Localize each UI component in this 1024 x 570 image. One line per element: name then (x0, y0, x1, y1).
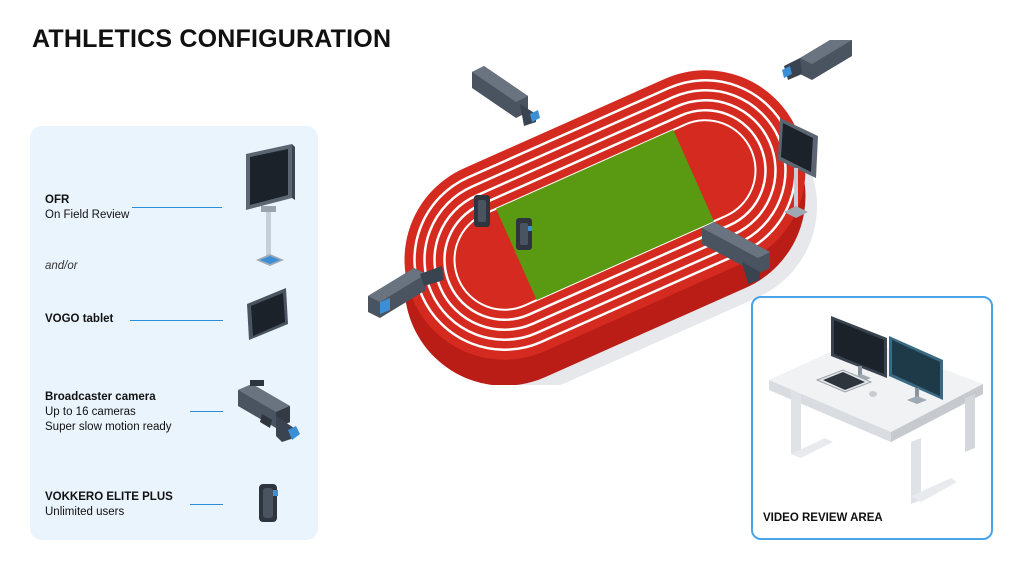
stadium-camera-bottom-left (368, 266, 444, 318)
legend-ofr-desc: On Field Review (45, 209, 130, 221)
legend-camera-desc2: Super slow motion ready (45, 421, 172, 433)
legend-camera-name: Broadcaster camera (45, 391, 156, 403)
stadium-camera-right (702, 222, 770, 284)
stadium-camera-top-right (782, 40, 852, 80)
video-review-area: VIDEO REVIEW AREA (751, 296, 993, 540)
vokkero-device-icon (259, 484, 278, 522)
legend-tablet-connector (130, 320, 223, 321)
legend-or-text: and/or (45, 260, 78, 272)
legend-vokkero-name: VOKKERO ELITE PLUS (45, 491, 173, 503)
running-track (404, 70, 806, 360)
legend-vokkero-desc: Unlimited users (45, 506, 125, 518)
desk-monitors-icon (769, 316, 983, 504)
field-vokkero-device-1 (474, 195, 490, 227)
legend-ofr-name: OFR (45, 194, 70, 206)
legend-tablet-name: VOGO tablet (45, 313, 114, 325)
infield-grass (496, 129, 714, 301)
legend-vokkero-text: VOKKERO ELITE PLUS Unlimited users (45, 490, 173, 520)
ofr-monitor-icon (246, 144, 295, 266)
tablet-icon (247, 288, 288, 340)
stadium-camera-top-left (472, 66, 540, 126)
legend-camera-text: Broadcaster camera Up to 16 cameras Supe… (45, 390, 172, 435)
legend-ofr-text: OFR On Field Review (45, 193, 129, 223)
stadium-ofr-monitor (778, 118, 818, 218)
review-area-label: VIDEO REVIEW AREA (763, 512, 883, 524)
legend-camera-desc1: Up to 16 cameras (45, 406, 136, 418)
legend-panel: OFR On Field Review and/or VOGO tablet B… (30, 126, 318, 540)
legend-ofr-connector (132, 207, 222, 208)
legend-vokkero-connector (190, 504, 223, 505)
broadcast-camera-icon (238, 380, 300, 442)
page-title: ATHLETICS CONFIGURATION (32, 25, 392, 53)
legend-camera-connector (190, 411, 223, 412)
stadium-illustration (368, 40, 852, 385)
legend-tablet-text: VOGO tablet (45, 312, 113, 327)
field-vokkero-device-2 (516, 218, 532, 250)
